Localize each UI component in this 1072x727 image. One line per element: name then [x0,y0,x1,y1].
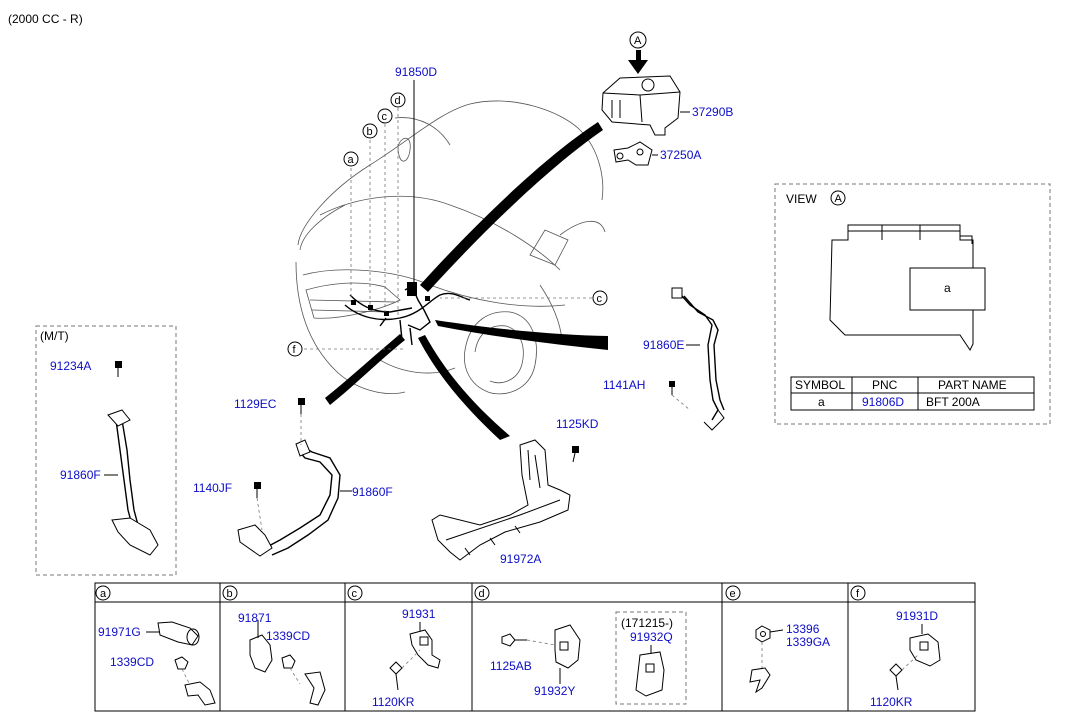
bolt-1125KD [572,446,579,463]
cable-91860F-mt [107,409,159,556]
cable-91860E [671,287,725,431]
view-table: SYMBOL PNC PART NAME a 91806D BFT 200A [790,376,1035,411]
part-label-91932Q: 91932Q [630,630,673,644]
bracket-tray-91972A [431,439,571,561]
callout-A: A [629,31,647,49]
nut-1339CD-b [281,654,326,706]
callout-f-left: f [287,341,303,357]
nut-13396 [755,625,784,643]
part-label-1125AB: 1125AB [490,659,532,673]
svg-text:d: d [479,588,485,600]
part-label-91931D: 91931D [896,609,938,623]
cable-91860F [237,439,341,557]
mt-title: (M/T) [40,329,69,343]
part-label-1140JF: 1140JF [193,481,232,495]
fuse-box-arrow [628,50,648,74]
detail-panel-a: a 91971G 1339CD [95,585,216,706]
part-label-91871: 91871 [238,611,272,625]
view-title: VIEW [786,192,817,206]
part-label-91972A: 91972A [500,552,541,566]
detail-panel-c: c 91931 1120KR [347,585,441,709]
callout-b-top: b [362,123,378,139]
svg-text:e: e [730,588,736,600]
clip-91931 [409,629,441,669]
revision-note: (171215-) [621,616,673,630]
part-label-1339CD-b: 1339CD [266,629,310,643]
part-label-91860F: 91860F [352,485,393,499]
detail-panel-b: b 91871 1339CD [222,585,326,706]
part-label-91234A: 91234A [50,359,91,373]
bolt-91234A [115,361,122,377]
boot-91971G [157,621,200,646]
svg-text:d: d [395,95,401,107]
terminal-37250A [613,141,653,166]
connector-91871 [249,620,273,673]
clip-91931D [909,633,941,667]
svg-text:c: c [352,588,358,600]
part-label-37290B: 37290B [692,105,733,119]
fuse-box-37290B [601,75,681,136]
part-label-91860F-mt: 91860F [60,468,101,482]
part-label-37250A: 37250A [660,148,701,162]
detail-bands [325,122,608,440]
svg-text:a: a [100,588,107,600]
bolt-1125AB [501,633,556,647]
table-header-symbol: SYMBOL [795,378,845,392]
mt-panel: (M/T) 91234A 91860F [35,325,177,576]
part-label-1125KD: 1125KD [556,417,599,431]
table-header-part-name: PART NAME [938,378,1007,392]
part-label-91931: 91931 [402,607,436,621]
screw-1120KR-f [889,654,919,691]
bolt-1129EC [298,398,305,445]
screw-1120KR-c [389,649,421,691]
table-cell-pnc: 91806D [862,395,904,409]
svg-text:c: c [382,111,388,123]
part-label-91971G: 91971G [98,625,141,639]
table-cell-part-name: BFT 200A [926,395,980,409]
svg-text:a: a [348,154,355,166]
part-label-91860E: 91860E [643,338,684,352]
part-label-1339GA: 1339GA [786,635,830,649]
detail-panel-d: d 1125AB 91932Y (171215-) 91932Q [474,585,687,705]
svg-text:f: f [856,588,860,600]
engine-label: (2000 CC - R) [8,12,83,26]
callout-c-right: c [592,290,608,306]
svg-text:f: f [293,344,297,356]
callout-c-top: c [377,108,393,124]
callout-leaders [304,80,592,350]
engine-wiring-harness [344,282,471,346]
view-a-panel: VIEW A a SYMBOL PNC PART NAME a 91806D B… [774,183,1051,425]
svg-text:A: A [634,35,642,47]
part-label-91932Y: 91932Y [534,684,575,698]
table-header-pnc: PNC [872,378,898,392]
svg-text:b: b [227,588,233,600]
view-marker: A [835,193,843,205]
svg-text:c: c [597,293,603,305]
bracket-91932Y [554,624,581,669]
part-label-1141AH: 1141AH [603,378,645,392]
callout-a-top: a [343,151,359,167]
svg-text:b: b [367,126,373,138]
bolt-1140JF [254,482,263,531]
detail-panels [94,582,976,712]
detail-panel-f: f 91931D 1120KR [850,585,941,709]
part-label-13396: 13396 [786,622,820,636]
part-label-91850D: 91850D [395,65,437,79]
bracket-91932Q [635,651,665,697]
part-label-1129EC: 1129EC [234,397,277,411]
part-label-1120KR-f: 1120KR [870,695,913,709]
part-label-1339CD-a: 1339CD [110,655,154,669]
table-cell-symbol: a [818,395,825,409]
car-illustration [295,100,606,395]
part-label-1120KR-c: 1120KR [372,695,415,709]
fuse-box-top-view: a [829,224,986,351]
terminal-e [749,667,771,694]
view-slot-label: a [944,281,951,295]
nut-1339CD-a [174,656,216,706]
detail-panel-e: e 13396 1339GA [725,585,830,694]
bolt-1141AH [669,381,691,411]
callout-d-top: d [390,92,406,108]
